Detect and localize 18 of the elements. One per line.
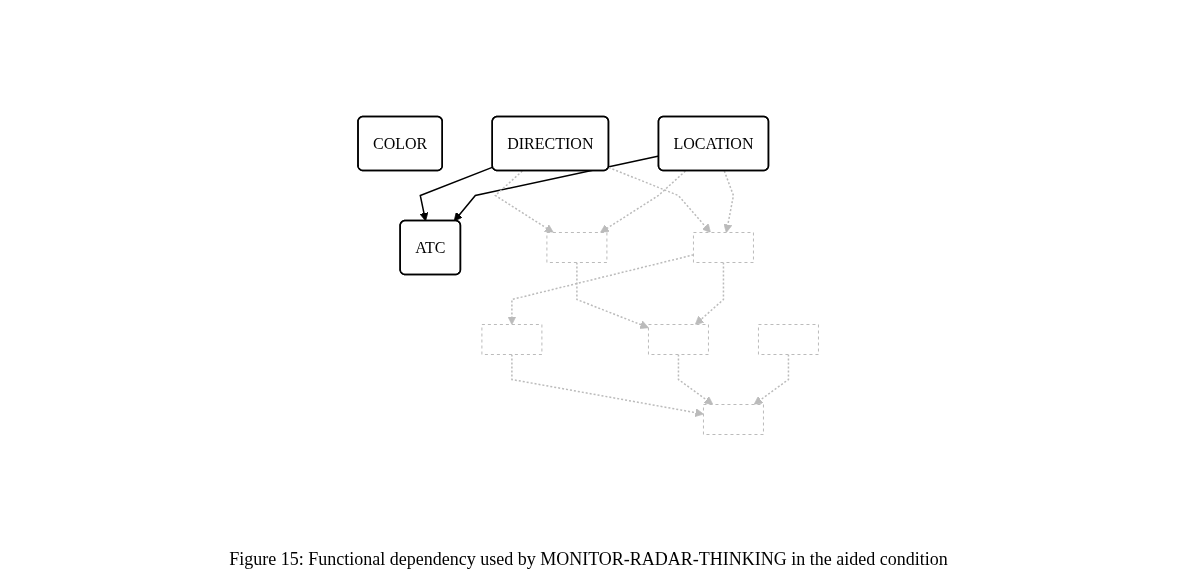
arrow (419, 166, 494, 222)
figure-caption: Figure 15: Functional dependency used by MONITOR-RADAR-THINKING in the aided condition (229, 549, 948, 570)
arrow (576, 261, 650, 329)
arrow (608, 166, 712, 233)
arrow (511, 353, 705, 417)
arrow (695, 261, 725, 325)
node-box (546, 232, 608, 263)
arrow (753, 353, 790, 405)
arrow (494, 170, 555, 233)
node-box (648, 324, 710, 355)
node-box (693, 232, 755, 263)
arrow (600, 170, 687, 233)
arrow (507, 254, 695, 325)
node-box (758, 324, 820, 355)
arrow (677, 353, 714, 405)
node-box (481, 324, 543, 355)
node-box (703, 404, 765, 435)
arrow (723, 170, 735, 233)
